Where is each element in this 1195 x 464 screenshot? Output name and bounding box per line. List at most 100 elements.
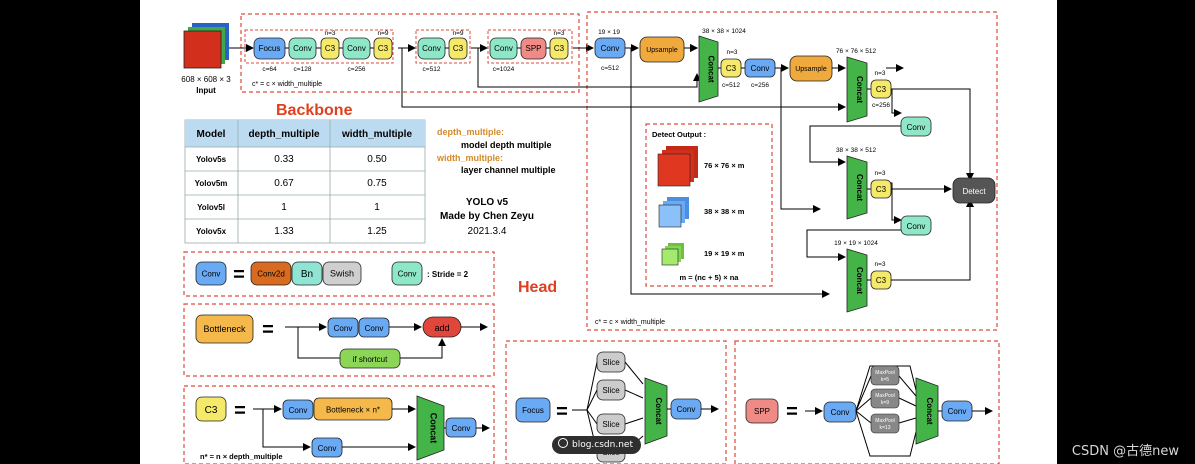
table-row-width: 1 xyxy=(374,202,380,213)
c-label-256: c=256 xyxy=(348,66,366,73)
backbone-group-2 xyxy=(415,29,471,64)
backbone-conv-2-label: Conv xyxy=(347,44,366,53)
table-row-depth: 0.33 xyxy=(274,154,294,165)
legend-conv-node xyxy=(195,261,227,286)
legend-bottleneck-frame xyxy=(183,303,495,377)
output-38-icon xyxy=(658,197,689,228)
n-label-2: n=9 xyxy=(377,30,388,37)
swish-label: Swish xyxy=(330,269,354,279)
backbone-c3-2 xyxy=(373,37,393,60)
head-frame xyxy=(586,11,998,331)
head-dim-38: 38 × 38 × 1024 xyxy=(702,28,746,35)
c3-conv-1 xyxy=(282,399,314,420)
add-label: add xyxy=(434,323,449,333)
head-conv-1-label: Conv xyxy=(601,44,620,53)
credit-date: 2021.3.4 xyxy=(468,226,507,237)
legend-c3-node xyxy=(195,396,227,422)
spp-concat-label: Concat xyxy=(925,397,934,424)
detect-output-formula: m = (nc + 5) × na xyxy=(680,273,740,282)
head-upsample-1-label: Upsample xyxy=(646,47,678,54)
spp-maxpool-1-k: k=5 xyxy=(881,377,889,383)
focus-slice-1 xyxy=(596,351,626,373)
c3-conv-1-label: Conv xyxy=(289,406,308,415)
output-19-label: 19 × 19 × m xyxy=(704,249,745,258)
spp-maxpool-2 xyxy=(870,388,900,409)
width-multiple-key: width_multiple: xyxy=(436,153,503,163)
head-conv-1 xyxy=(594,37,626,59)
focus-slice-3 xyxy=(596,413,626,435)
backbone-group-3 xyxy=(487,29,573,64)
detect-output-title: Detect Output : xyxy=(652,130,706,139)
legend-conv-stride-node xyxy=(391,261,423,286)
head-dim-19b: 19 × 19 × 1024 xyxy=(834,240,878,247)
head-c256-label-2: c=256 xyxy=(872,102,890,109)
focus-node-label: Focus xyxy=(259,44,281,53)
width-multiple-desc: layer channel multiple xyxy=(461,165,556,175)
table-row-width: 0.50 xyxy=(367,154,387,165)
credit-title: YOLO v5 xyxy=(466,197,509,208)
legend-equals: = xyxy=(233,264,245,286)
source-badge[interactable]: blog.csdn.net xyxy=(552,436,641,454)
table-row-width: 0.75 xyxy=(367,178,387,189)
backbone-conv-1-label: Conv xyxy=(293,44,312,53)
backbone-c3-2-label: C3 xyxy=(378,44,389,53)
focus-slice-3-label: Slice xyxy=(602,420,620,429)
if-shortcut-label: if shortcut xyxy=(353,355,388,364)
input-label: Input xyxy=(196,86,216,95)
spp-maxpool-1 xyxy=(870,365,900,386)
globe-icon xyxy=(558,438,568,448)
focus-equals: = xyxy=(556,401,568,423)
backbone-title: Backbone xyxy=(276,102,353,119)
backbone-c3-4 xyxy=(549,37,569,60)
head-concat-3 xyxy=(846,155,868,220)
n-label-1: n=3 xyxy=(324,30,335,37)
legend-conv-stride-label: Conv xyxy=(398,270,417,279)
head-n3-label-2: n=3 xyxy=(874,70,885,77)
conv2d-node xyxy=(250,261,292,286)
table-header-width: width_multiple xyxy=(341,129,412,140)
c3-equals: = xyxy=(234,400,246,422)
head-dim-76: 76 × 76 × 512 xyxy=(836,48,877,55)
bottleneck-conv-1 xyxy=(327,317,359,338)
head-c3-3-label: C3 xyxy=(876,185,887,194)
head-concat-1-label: Concat xyxy=(707,55,716,82)
table-row-model: Yolov5m xyxy=(195,179,228,188)
head-concat-3-label: Concat xyxy=(855,174,864,201)
table-header-model: Model xyxy=(197,129,226,140)
head-concat-4-label: Concat xyxy=(855,267,864,294)
n-label-4: n=3 xyxy=(553,30,564,37)
spp-frame xyxy=(734,340,1000,464)
table-row-depth: 1 xyxy=(281,202,287,213)
c-label-128: c=128 xyxy=(294,66,312,73)
depth-multiple-key: depth_multiple: xyxy=(437,127,504,137)
table-row-model: Yolov5s xyxy=(196,155,227,164)
head-n3-label: n=3 xyxy=(726,49,737,56)
bottleneck-conv-2-label: Conv xyxy=(365,324,384,333)
yolov5-architecture-diagram: 608 × 608 × 3 Input Focus Conv C3 Conv C… xyxy=(181,11,1000,464)
spp-concat-node xyxy=(915,377,939,445)
backbone-group-1 xyxy=(244,29,394,64)
output-19-icon xyxy=(661,243,684,266)
head-conv-stride-1 xyxy=(900,116,932,137)
head-title: Head xyxy=(518,279,557,296)
csdn-watermark: CSDN @古德new xyxy=(1071,444,1179,459)
output-76-icon xyxy=(657,146,698,187)
bn-node xyxy=(291,261,323,286)
head-concat-2-label: Concat xyxy=(855,76,864,103)
head-n3-label-4: n=3 xyxy=(874,261,885,268)
legend-conv-label: Conv xyxy=(202,270,221,279)
head-formula: c* = c × width_multiple xyxy=(595,319,665,326)
bn-label: Bn xyxy=(301,269,313,280)
table-header-depth: depth_multiple xyxy=(248,129,320,140)
focus-concat-label: Concat xyxy=(654,397,663,424)
focus-def-label: Focus xyxy=(522,406,544,415)
head-concat-4 xyxy=(846,248,868,313)
spp-maxpool-2-name: MaxPool xyxy=(875,393,894,399)
backbone-formula: c* = c × width_multiple xyxy=(252,81,322,88)
backbone-c3-1-label: C3 xyxy=(325,44,336,53)
head-c256-label: c=256 xyxy=(751,82,769,89)
focus-concat-node xyxy=(644,377,668,445)
head-c512-label: c=512 xyxy=(601,65,619,72)
focus-slice-2-label: Slice xyxy=(602,386,620,395)
focus-conv-label: Conv xyxy=(677,405,696,414)
